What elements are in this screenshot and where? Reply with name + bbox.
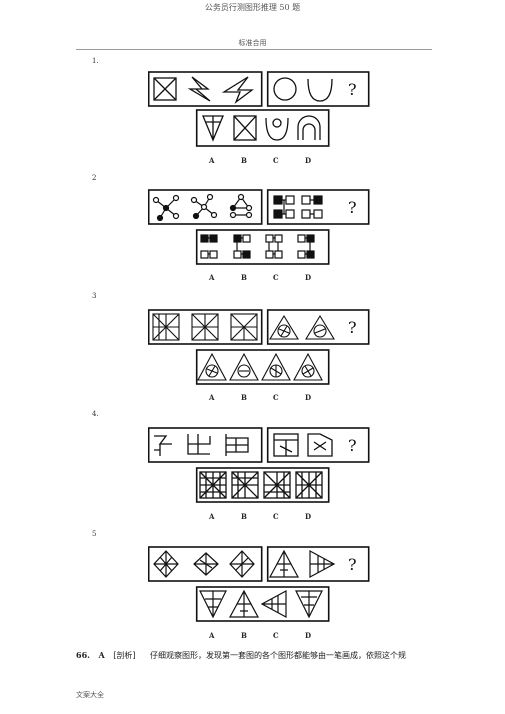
q1-fig-triangles — [221, 76, 254, 104]
q4-option-a[interactable]: A — [209, 512, 215, 521]
q1-fig-hourglass — [153, 77, 177, 101]
q5-option-c-figure — [260, 589, 287, 619]
q4-option-b[interactable]: B — [241, 512, 247, 521]
question-number-5: 5 — [92, 530, 97, 538]
q4-option-c-figure — [263, 471, 291, 499]
q2-question-mark: ? — [348, 198, 357, 217]
q3-option-a-figure — [197, 352, 227, 381]
q1-option-a-figure — [202, 115, 224, 142]
answer-number: 66. — [76, 650, 90, 660]
q5-option-d-figure — [295, 590, 323, 619]
question-number-1: 1. — [92, 57, 99, 65]
q2-option-a-figure — [200, 234, 218, 259]
q2-option-a[interactable]: A — [209, 273, 215, 282]
q4-fig-shape-5 — [307, 433, 333, 457]
question-1-figure: ? — [148, 70, 370, 150]
q2-option-d-figure — [297, 234, 315, 259]
q4-fig-shape-3 — [225, 434, 249, 456]
q2-option-d[interactable]: D — [305, 273, 312, 282]
q3-option-d[interactable]: D — [305, 393, 312, 402]
q5-question-mark: ? — [348, 555, 357, 574]
q5-fig-diamond-2 — [193, 552, 219, 576]
answer-explanation: 66. A [剖析] 仔细观察图形，发现第一套图的各个图形都能够由一笔画成，依照… — [76, 650, 406, 661]
q1-fig-circle — [273, 77, 297, 101]
q5-fig-triangle-2 — [309, 549, 336, 579]
q2-fig-grid-2 — [301, 195, 323, 219]
q5-option-b-figure — [228, 589, 260, 618]
q3-option-b-figure — [229, 352, 259, 381]
page-footer: 文案大全 — [76, 691, 104, 699]
q2-option-b[interactable]: B — [241, 273, 247, 282]
q5-fig-diamond-3 — [229, 550, 255, 578]
q1-option-c-figure — [265, 117, 289, 141]
q4-fig-shape-4 — [273, 433, 299, 457]
answer-letter: A — [98, 650, 105, 660]
q1-option-d[interactable]: D — [305, 156, 312, 165]
q1-question-mark: ? — [348, 80, 357, 99]
q3-fig-triangle-1 — [269, 314, 299, 340]
q2-fig-grid-1 — [273, 195, 295, 219]
question-number-3: 3 — [92, 292, 97, 300]
q2-fig-network-2 — [190, 193, 218, 220]
header-divider — [76, 49, 432, 50]
q4-option-b-figure — [231, 471, 259, 499]
q1-option-b-figure — [233, 115, 257, 141]
q5-fig-triangle-1 — [268, 549, 300, 578]
q1-option-d-figure — [297, 115, 321, 140]
q1-fig-bolt — [187, 76, 211, 102]
q3-option-b[interactable]: B — [241, 393, 247, 402]
q4-option-d-figure — [295, 471, 323, 499]
q3-option-d-figure — [293, 352, 323, 381]
q1-option-a[interactable]: A — [209, 156, 215, 165]
q2-option-c-figure — [265, 234, 283, 259]
q3-option-c[interactable]: C — [273, 393, 279, 402]
q5-option-c[interactable]: C — [273, 631, 279, 640]
q1-option-c[interactable]: C — [273, 156, 279, 165]
question-3-figure: ? — [148, 308, 370, 386]
q5-option-d[interactable]: D — [305, 631, 312, 640]
q5-option-b[interactable]: B — [241, 631, 247, 640]
q2-fig-network-3 — [229, 193, 253, 219]
question-4-figure: ? — [148, 426, 370, 504]
q4-option-d[interactable]: D — [305, 512, 312, 521]
q3-fig-triangle-2 — [305, 314, 335, 340]
q2-option-c[interactable]: C — [273, 273, 279, 282]
q1-option-b[interactable]: B — [241, 156, 247, 165]
question-5-figure: ? — [148, 545, 370, 625]
question-2-figure: ? — [148, 188, 370, 266]
q5-fig-diamond-1 — [153, 550, 179, 578]
q3-option-c-figure — [261, 352, 291, 381]
q5-option-a-figure — [199, 590, 227, 619]
question-number-4: 4. — [92, 410, 99, 418]
page-header-title: 公务员行测图形推理 50 题 — [204, 3, 301, 12]
question-number-2: 2 — [92, 174, 97, 182]
q2-fig-network-1 — [152, 194, 180, 222]
q4-option-a-figure — [199, 471, 227, 499]
q5-option-a[interactable]: A — [209, 631, 215, 640]
q4-fig-shape-1 — [154, 435, 172, 456]
q3-fig-square-2 — [191, 313, 219, 341]
q4-option-c[interactable]: C — [273, 512, 279, 521]
q1-fig-u-curve — [307, 78, 333, 102]
q4-question-mark: ? — [348, 436, 357, 455]
q3-option-a[interactable]: A — [209, 393, 215, 402]
q3-question-mark: ? — [348, 318, 357, 337]
answer-analysis-tag: [剖析] — [113, 651, 136, 660]
page-header-subtitle: 标准合用 — [238, 39, 267, 47]
q3-fig-square-3 — [230, 313, 258, 341]
answer-text: 仔细观察图形，发现第一套图的各个图形都能够由一笔画成，依照这个规 — [150, 651, 407, 660]
q2-option-b-figure — [233, 234, 251, 259]
q4-fig-shape-2 — [187, 434, 211, 455]
q3-fig-square-1 — [152, 313, 180, 341]
